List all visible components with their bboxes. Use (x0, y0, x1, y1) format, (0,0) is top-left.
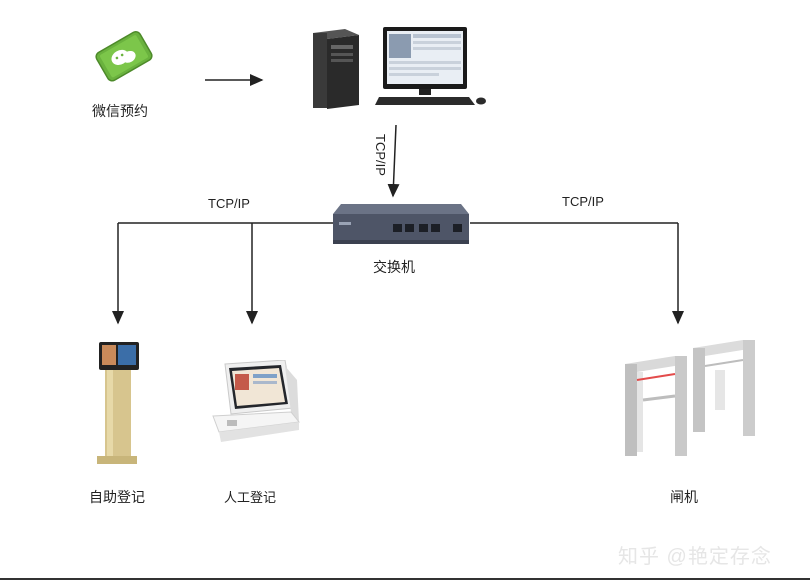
bottom-divider (0, 578, 810, 580)
gate-label: 闸机 (670, 489, 698, 505)
self-register-label: 自助登记 (89, 489, 145, 505)
manual-register-terminal-icon (212, 360, 300, 442)
manual-register-label: 人工登记 (224, 490, 277, 505)
wechat-phone-icon (95, 30, 153, 82)
link-label-switch-left: TCP/IP (208, 196, 250, 211)
link-label-switch-right: TCP/IP (562, 194, 604, 209)
computer-icon (313, 27, 486, 109)
switch-icon (333, 204, 469, 244)
switch-label: 交换机 (373, 259, 415, 275)
self-register-kiosk-icon (97, 342, 139, 464)
wechat-label: 微信预约 (92, 103, 148, 119)
arrow-pc-to-switch (387, 124, 400, 198)
link-label-pc-switch: TCP/IP (373, 134, 388, 176)
watermark-text: 知乎 @艳定存念 (618, 546, 772, 568)
turnstile-gate-icon (625, 340, 755, 456)
